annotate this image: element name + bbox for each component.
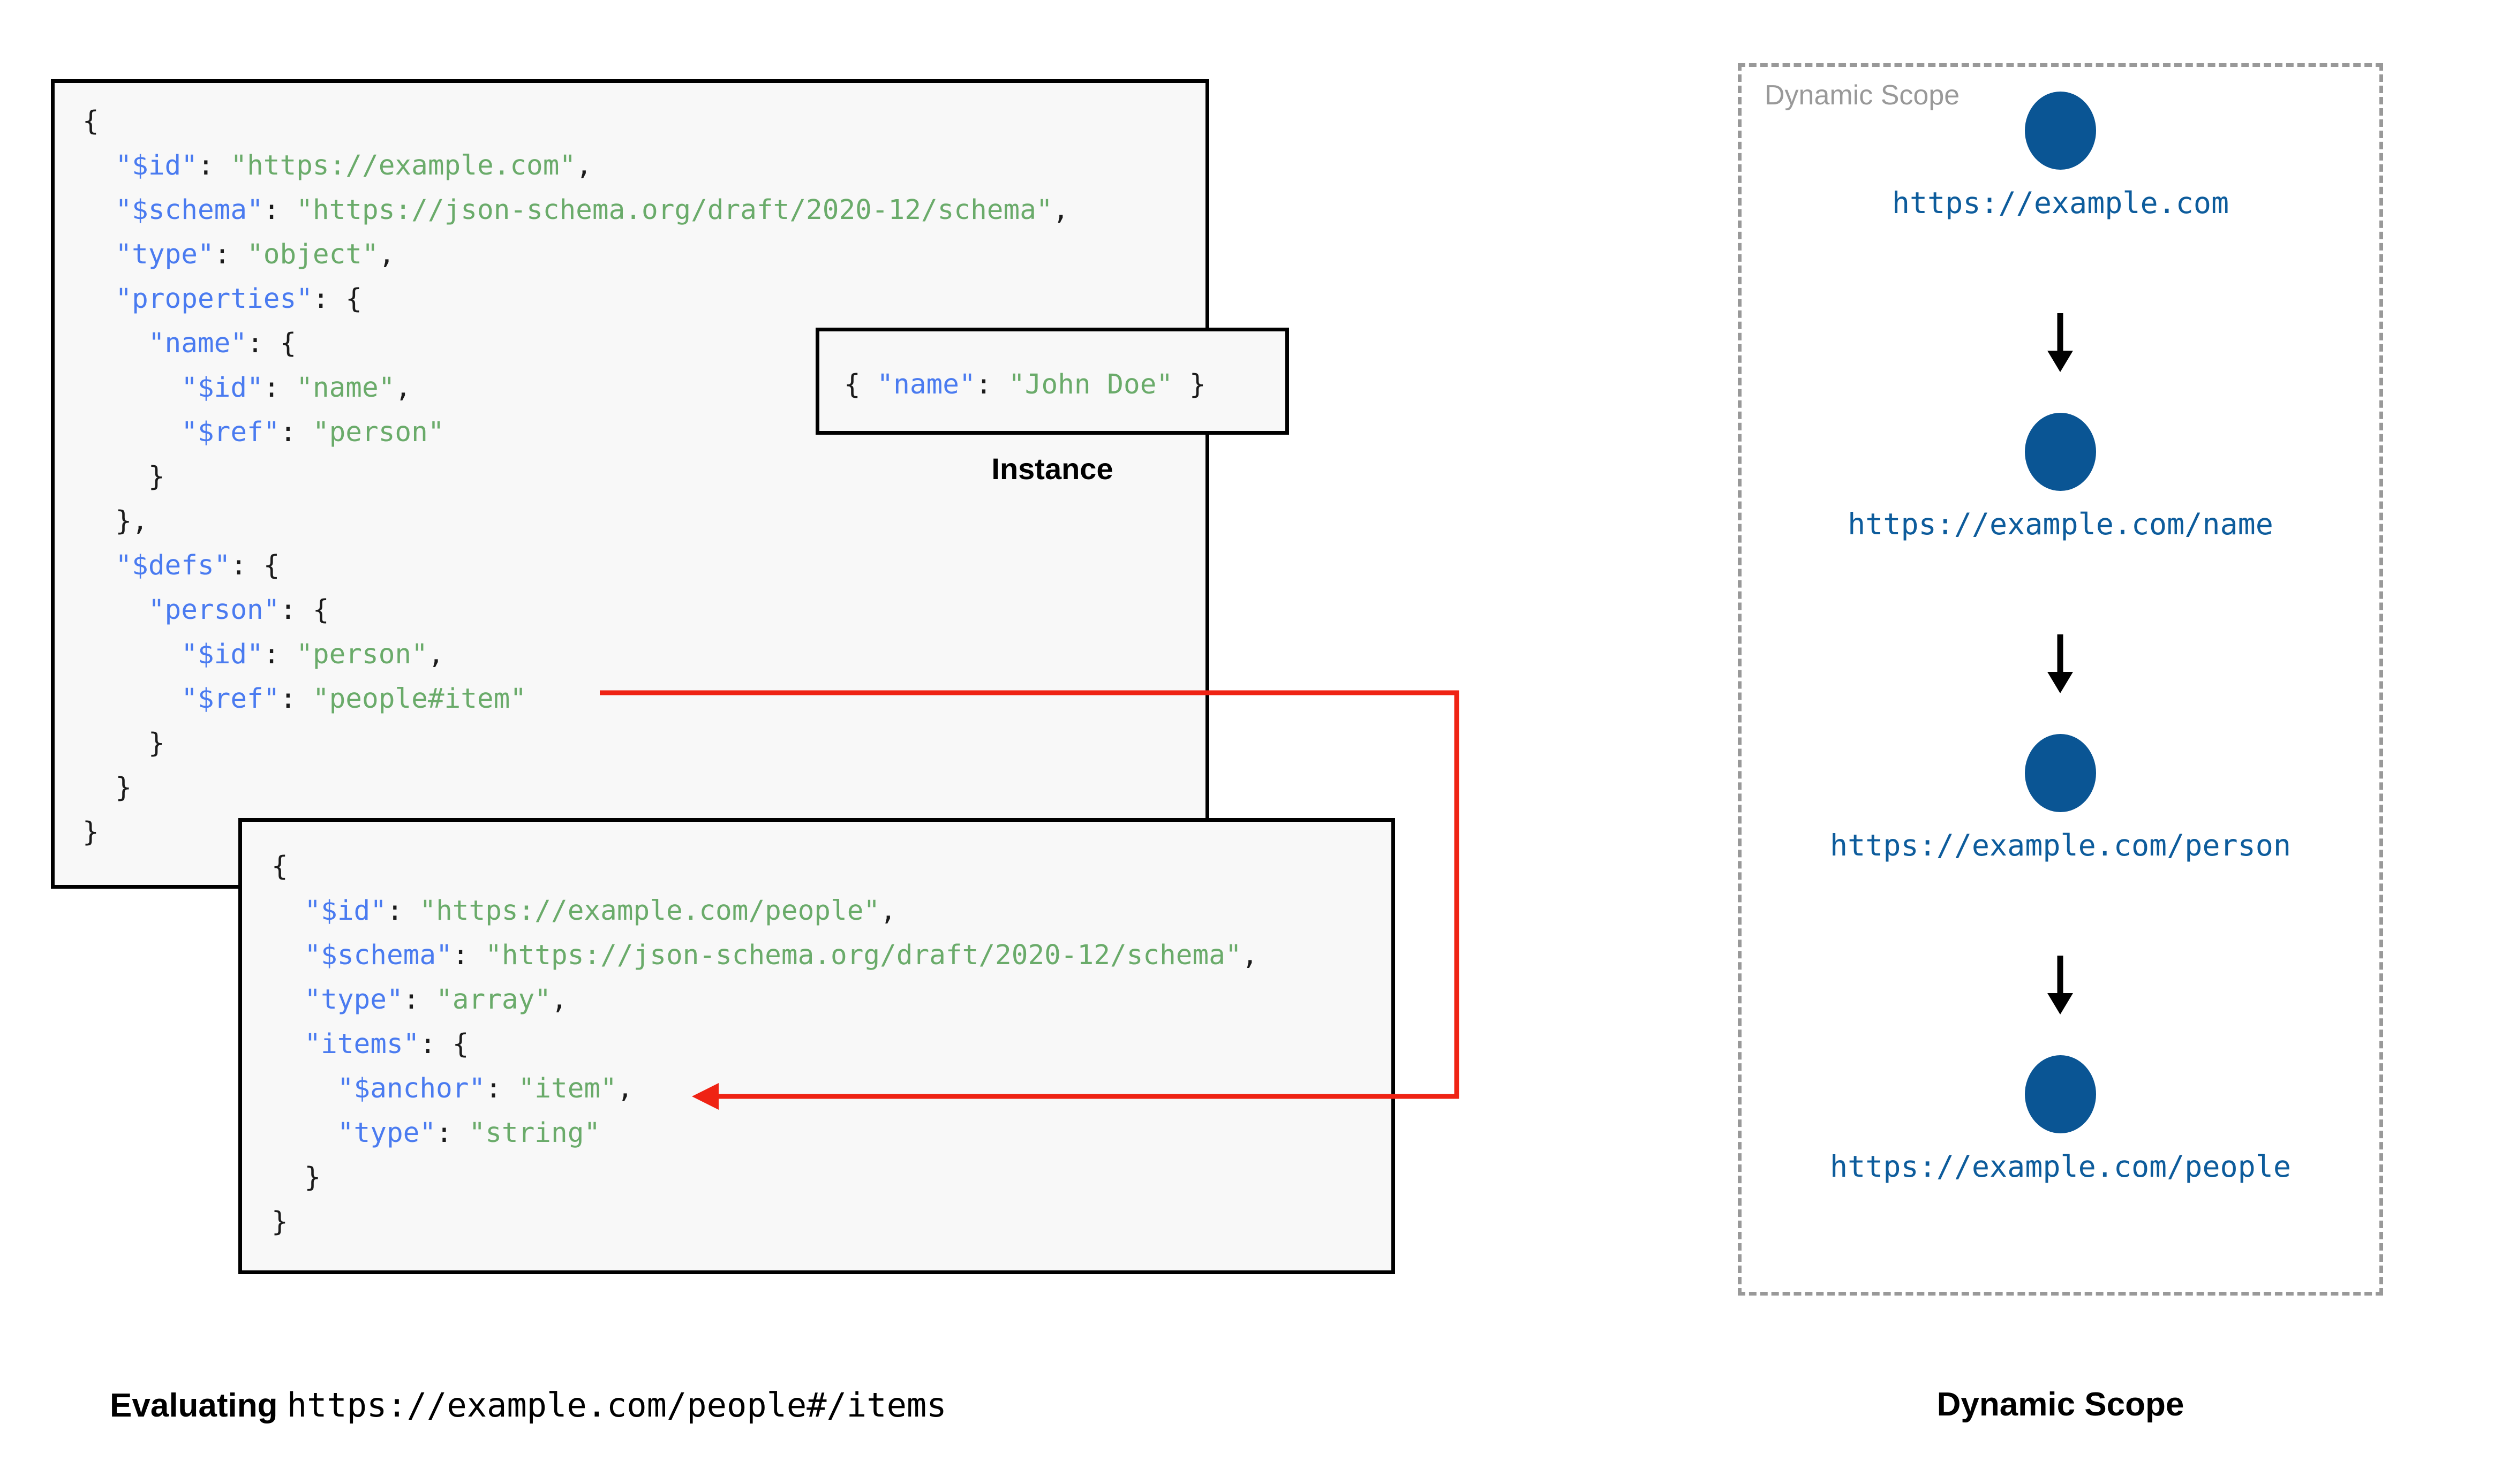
- code-line: "$ref": "people#item": [181, 683, 527, 715]
- instance-label: Instance: [991, 452, 1113, 486]
- code-line: "$anchor": "item",: [337, 1073, 634, 1104]
- code-line: },: [82, 505, 148, 537]
- code-line: "type": "object",: [115, 239, 395, 270]
- code-line: }: [272, 1162, 321, 1193]
- scope-node-2: https://example.com/name: [1738, 413, 2383, 541]
- scope-node-1: https://example.com: [1738, 92, 2383, 220]
- dynamic-scope-panel-title: Dynamic Scope: [1765, 80, 1960, 111]
- evaluating-caption-bold: Evaluating: [110, 1387, 287, 1424]
- dynamic-scope-caption: Dynamic Scope: [1936, 1386, 2184, 1423]
- scope-node-circle-icon: [2025, 92, 2096, 170]
- code-line: "$defs": {: [115, 550, 280, 581]
- scope-node-circle-icon: [2025, 734, 2096, 812]
- code-line: { "name": "John Doe" }: [844, 369, 1206, 400]
- code-line: "items": {: [304, 1028, 469, 1060]
- dynamic-scope-panel: [1738, 63, 2383, 1296]
- scope-node-3: https://example.com/person: [1738, 734, 2383, 862]
- people-schema-code: { "$id": "https://example.com/people", "…: [272, 844, 1258, 1244]
- code-line: }: [82, 461, 165, 493]
- evaluating-caption: Evaluating https://example.com/people#/i…: [110, 1385, 947, 1425]
- scope-node-circle-icon: [2025, 1055, 2096, 1133]
- code-line: {: [272, 851, 288, 882]
- code-line: "person": {: [148, 594, 329, 626]
- code-line: "properties": {: [115, 283, 363, 315]
- evaluating-caption-uri: https://example.com/people#/items: [287, 1385, 947, 1425]
- code-line: }: [272, 1206, 288, 1238]
- code-line: "$id": "person",: [181, 639, 444, 670]
- code-line: "$id": "name",: [181, 372, 412, 404]
- instance-box: { "name": "John Doe" }: [816, 328, 1289, 435]
- code-line: "$id": "https://example.com",: [115, 150, 592, 181]
- instance-code: { "name": "John Doe" }: [844, 362, 1206, 407]
- scope-node-label: https://example.com: [1891, 186, 2229, 220]
- scope-arrow-3-icon: [2047, 956, 2073, 1014]
- scope-node-4: https://example.com/people: [1738, 1055, 2383, 1184]
- code-line: }: [82, 772, 132, 804]
- code-line: {: [82, 105, 99, 137]
- code-line: "type": "string": [337, 1117, 601, 1149]
- code-line: "$ref": "person": [181, 417, 444, 448]
- code-line: "type": "array",: [304, 984, 568, 1016]
- scope-arrow-1-icon: [2047, 313, 2073, 372]
- scope-node-circle-icon: [2025, 413, 2096, 491]
- scope-node-label: https://example.com/person: [1830, 828, 2291, 862]
- scope-node-label: https://example.com/people: [1830, 1149, 2291, 1184]
- code-line: "$schema": "https://json-schema.org/draf…: [115, 194, 1069, 226]
- code-line: "name": {: [148, 328, 297, 359]
- scope-node-label: https://example.com/name: [1848, 507, 2273, 541]
- code-line: }: [82, 728, 165, 759]
- code-line: }: [82, 816, 99, 848]
- people-schema-box: { "$id": "https://example.com/people", "…: [238, 818, 1395, 1274]
- code-line: "$id": "https://example.com/people",: [304, 895, 896, 927]
- scope-arrow-2-icon: [2047, 634, 2073, 693]
- root-schema-code: { "$id": "https://example.com", "$schema…: [82, 99, 1069, 854]
- code-line: "$schema": "https://json-schema.org/draf…: [304, 940, 1258, 971]
